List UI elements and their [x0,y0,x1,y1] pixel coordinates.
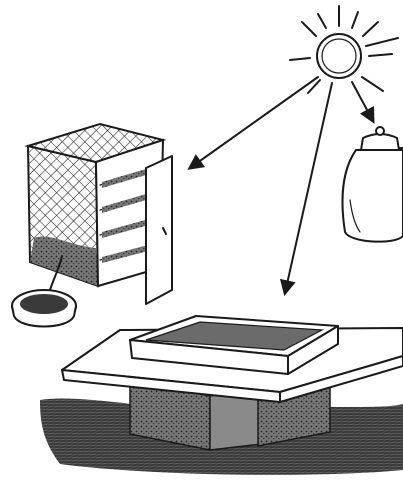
ray-arrow-to-jar [352,82,373,121]
sun-icon [290,6,398,93]
ray-arrow-to-tray [285,83,332,293]
ray-arrow-to-cabinet [190,77,318,168]
mesh-drying-cabinet-icon [28,124,172,304]
collection-dish-icon [12,290,76,327]
storage-jar-icon [343,127,403,242]
